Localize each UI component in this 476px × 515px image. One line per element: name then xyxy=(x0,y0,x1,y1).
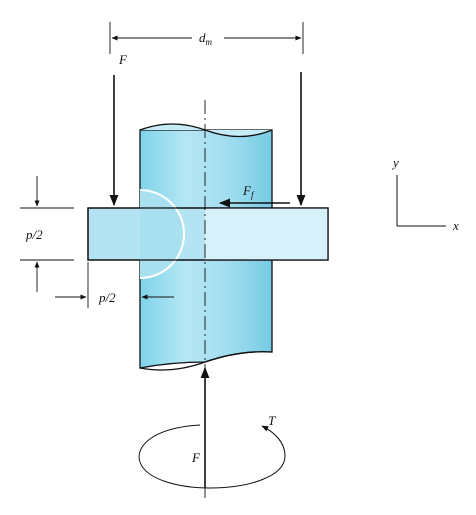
pitch-half-left-dimension: p/2 xyxy=(20,176,74,292)
cylinder-bottom-edge xyxy=(139,351,273,371)
thread-outline xyxy=(87,207,329,261)
friction-force: Ff xyxy=(218,183,290,208)
thread-right-highlight xyxy=(205,208,328,260)
pitch-half-left-label: p/2 xyxy=(25,227,43,242)
torque-arc xyxy=(138,424,286,489)
axis-x-label: x xyxy=(452,218,459,233)
torque: T xyxy=(138,413,286,489)
force-top-label: F xyxy=(118,52,128,67)
mean-diameter-label: dm xyxy=(199,30,213,47)
friction-force-label: Ff xyxy=(242,183,255,200)
pitch-half-bottom-label: p/2 xyxy=(98,290,116,305)
force-bottom-label: F xyxy=(191,450,201,465)
mean-diameter-dimension: dm xyxy=(109,22,304,54)
coordinate-axes: y x xyxy=(391,155,459,233)
pitch-half-bottom-dimension: p/2 xyxy=(55,262,174,308)
thread-band xyxy=(87,189,329,279)
force-top-arrows: F xyxy=(109,52,306,207)
thread-section-semicircle xyxy=(140,190,184,278)
torque-label: T xyxy=(268,413,276,428)
force-bottom: F xyxy=(191,366,210,488)
axis-y-label: y xyxy=(391,155,399,170)
thread-section-arc xyxy=(139,189,185,279)
